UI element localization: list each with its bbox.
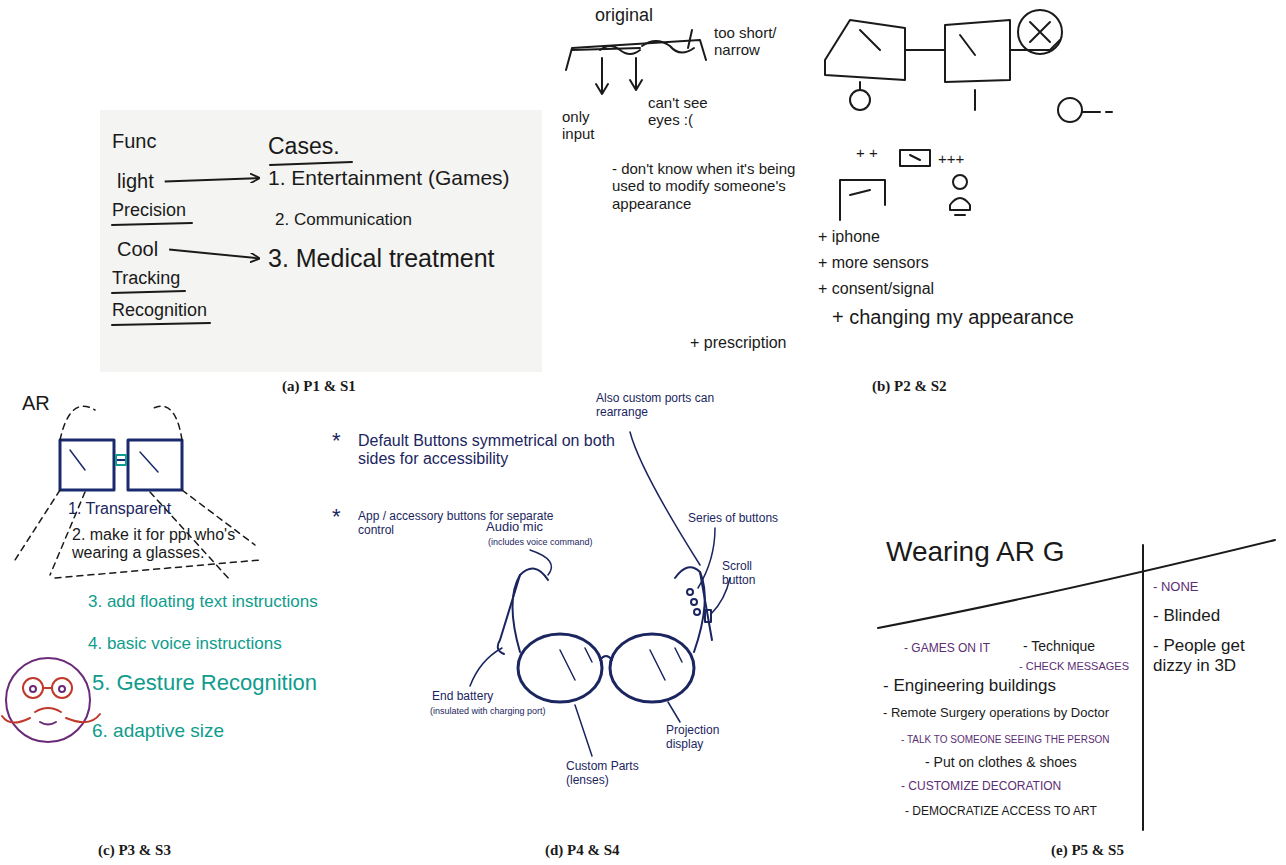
sketch-note: 6. adaptive size [92,720,224,742]
sketch-note: Custom Parts (lenses) [566,760,646,788]
panel-caption: (d) P4 & S4 [545,842,620,859]
sketch-note: Precision [112,200,186,221]
sketch-note: Recognition [112,300,207,321]
arrow-connector [165,178,259,181]
underline [270,162,352,165]
item-text: light [117,170,154,193]
panel-caption: (a) P1 & S1 [282,378,356,395]
sketch-note: Cases. [268,133,340,159]
sketch-note: (includes voice command) [488,537,593,547]
devices-sketch [825,10,1112,220]
item-text: 3. Medical treatment [268,244,495,273]
underline [112,291,185,293]
sketch-note: Default Buttons symmetrical on both side… [358,432,638,469]
sketch-note: 2. Communication [275,210,412,230]
item-text: Cool [117,238,158,261]
sketch-note: Also custom ports can rearrange [596,392,726,420]
sketch-note: - Engineering buildings [882,676,1057,696]
arrow-connector [169,250,259,259]
sketch-note: Wearing AR G [885,536,1065,568]
sketch-note: original [595,5,653,26]
sketch-note: 2. make it for ppl who's wearing a glass… [72,526,292,563]
list-item-node: 1. Entertainment (Games) [265,164,513,192]
panel-ground [100,110,542,372]
glasses-sketch [566,30,706,94]
sketch-note: 1. Transparent [68,500,171,518]
list-item-node: 3. Medical treatment [265,242,498,275]
sketch-note: + consent/signal [818,280,934,298]
sketch-note: + changing my appearance [832,306,1074,329]
sketch-note: Tracking [112,268,180,289]
sketch-note: - GAMES ON IT [903,642,991,656]
sketch-note: Audio mic [486,520,543,535]
item-text: 1. Entertainment (Games) [268,166,510,190]
sketch-note: Series of buttons [688,512,778,526]
sketch-note: - don't know when it's being used to mod… [612,160,812,212]
panel-caption: (c) P3 & S3 [98,842,171,859]
sketch-note: + + [856,144,878,161]
sketch-note: can't see eyes :( [648,94,726,129]
sketch-note: - Remote Surgery operations by Doctor [882,706,1110,721]
sketch-note: - TALK TO SOMEONE SEEING THE PERSON [900,734,1111,746]
underline [112,223,192,225]
divider-lines [878,540,1275,830]
sketch-note: - People get dizzy in 3D [1152,636,1279,675]
underline [112,323,210,325]
sketch-note: - CUSTOMIZE DECORATION [900,780,1062,794]
list-item-node: light [114,168,157,195]
sketch-note: - NONE [1152,580,1200,595]
sketch-note: Projection display [666,724,746,752]
sketch-note: only input [562,108,622,143]
sketch-note: AR [22,392,50,415]
sketch-note: 5. Gesture Recognition [92,670,317,695]
sketch-note: Scroll button [722,560,782,588]
sketch-note: (insulated with charging port) [430,706,546,716]
sketch-note: Func [112,130,156,153]
monkey-face [2,658,100,742]
sketch-note: - Blinded [1152,606,1221,626]
sketch-note: + iphone [818,228,880,246]
sketch-note: 3. add floating text instructions [88,592,388,612]
ar-glasses-sketch [60,440,182,490]
sketch-note: +++ [938,150,964,167]
sketch-note: 4. basic voice instructions [88,634,282,654]
sketch-note: + more sensors [818,254,929,272]
sketch-note: - DEMOCRATIZE ACCESS TO ART [904,805,1098,819]
sketch-note: + prescription [690,334,787,352]
sketch-note: - Technique [1022,638,1096,654]
panel-caption: (e) P5 & S5 [1050,842,1125,859]
glasses-drawing [498,567,712,702]
list-item-node: Cool [114,236,161,263]
sketch-note: - Put on clothes & shoes [924,754,1078,770]
panel-caption: (b) P2 & S2 [872,378,947,395]
sketch-note: End battery [432,690,493,704]
sketch-note: too short/ narrow [714,24,794,59]
sketch-note: - CHECK MESSAGES [1018,660,1130,673]
sketch-note: * [332,504,341,529]
sketch-note: * [332,428,341,453]
